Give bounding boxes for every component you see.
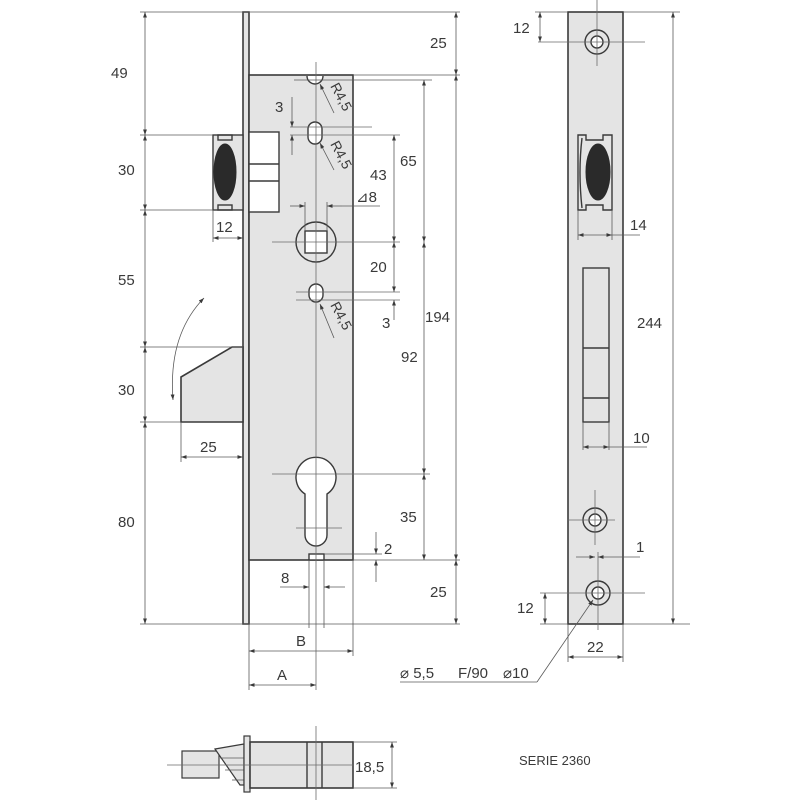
rotation-arrow-icon <box>170 297 205 401</box>
dim-49: 49 <box>111 65 128 82</box>
hole-countersink: F/90 <box>458 665 488 682</box>
dim-1: 1 <box>636 539 644 556</box>
side-view <box>538 0 645 630</box>
dim-10: 10 <box>633 430 650 447</box>
dim-35: 35 <box>400 509 417 526</box>
latch-stub <box>181 750 220 779</box>
dim-30-latch: 30 <box>118 382 135 399</box>
dim-A: A <box>277 667 287 684</box>
bottom-notch <box>308 553 325 561</box>
dim-194: 194 <box>425 309 450 326</box>
dim-30-roller: 30 <box>118 162 135 179</box>
dim-2: 2 <box>384 541 392 558</box>
dim-25-top: 25 <box>430 35 447 52</box>
roller-side-icon <box>585 143 611 201</box>
dim-92: 92 <box>401 349 418 366</box>
dim-12-top-side: 12 <box>513 20 530 37</box>
series-title: SERIE 2360 <box>519 753 591 768</box>
latch-bolt <box>180 346 244 423</box>
dim-3-top: 3 <box>275 99 283 116</box>
latch-opening <box>582 267 610 423</box>
hole-dia-large: ⌀10 <box>503 665 529 682</box>
side-dimensions: 12 244 14 10 1 12 22 ⌀ 5, <box>400 11 690 683</box>
front-view <box>170 11 430 690</box>
dim-18-5: 18,5 <box>355 759 384 776</box>
upper-slot <box>307 121 323 145</box>
faceplate-edge <box>242 11 250 625</box>
roller-icon <box>213 143 237 201</box>
dim-14: 14 <box>630 217 647 234</box>
bottom-view: 18,5 <box>167 726 397 800</box>
dim-12-roller: 12 <box>216 219 233 236</box>
dim-244: 244 <box>637 315 662 332</box>
dim-25-latch: 25 <box>200 439 217 456</box>
dim-80: 80 <box>118 514 135 531</box>
dim-65: 65 <box>400 153 417 170</box>
dim-square-8: ⊿8 <box>356 189 377 206</box>
dim-12-bottom-side: 12 <box>517 600 534 617</box>
faceplate-section <box>243 735 251 793</box>
roller-bolt <box>248 131 280 213</box>
hole-dia-small: ⌀ 5,5 <box>400 665 434 682</box>
dim-55: 55 <box>118 272 135 289</box>
dim-43: 43 <box>370 167 387 184</box>
dim-25-bottom: 25 <box>430 584 447 601</box>
dim-3-low: 3 <box>382 315 390 332</box>
dim-20: 20 <box>370 259 387 276</box>
dim-22: 22 <box>587 639 604 656</box>
front-left-dimensions: 49 30 55 30 80 12 25 <box>111 11 460 625</box>
dim-8-slot: 8 <box>281 570 289 587</box>
dim-B: B <box>296 633 306 650</box>
